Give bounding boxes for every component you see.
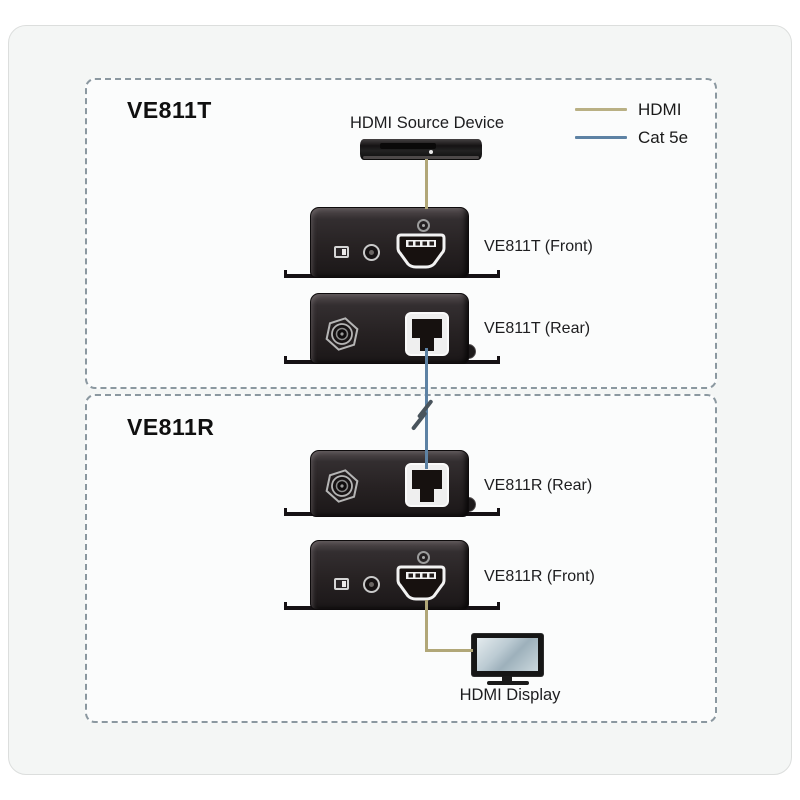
ir-jack-icon xyxy=(363,576,380,593)
power-switch-icon xyxy=(334,246,349,258)
monitor-stand xyxy=(502,676,512,682)
rj45-port-icon xyxy=(405,312,449,356)
screw-icon xyxy=(417,551,430,564)
hdmi-cable-swatch xyxy=(575,108,627,111)
legend-hdmi-label: HDMI xyxy=(638,100,682,119)
ve811r-rear-device xyxy=(310,450,469,517)
ve811t-rear-label: VE811T (Rear) xyxy=(484,320,591,337)
monitor-base xyxy=(487,681,529,685)
legend-cat5e-label: Cat 5e xyxy=(638,128,689,147)
cat5e-cable-swatch xyxy=(575,136,627,139)
dvd-player-icon xyxy=(360,139,482,160)
power-connector-icon xyxy=(325,317,359,351)
receiver-title: VE811R xyxy=(127,414,215,440)
ir-jack-icon xyxy=(363,244,380,261)
monitor-screen xyxy=(477,638,538,671)
dvd-indicator-led xyxy=(429,150,433,154)
display-label: HDMI Display xyxy=(459,686,561,704)
hdmi-display-icon xyxy=(472,634,543,676)
dvd-base xyxy=(363,156,479,159)
hdmi-cable-source-line xyxy=(425,159,428,209)
dvd-tray-slot xyxy=(380,143,436,149)
ve811t-front-label: VE811T (Front) xyxy=(484,238,593,255)
hdmi-cable-display-line-vertical xyxy=(425,600,428,652)
hdmi-port-icon xyxy=(396,565,446,601)
ve811t-rear-device xyxy=(310,293,469,364)
hdmi-cable-display-line-horizontal xyxy=(425,649,473,652)
screw-icon xyxy=(417,219,430,232)
ve811r-front-device xyxy=(310,540,469,610)
ve811r-front-label: VE811R (Front) xyxy=(484,568,595,585)
power-connector-icon xyxy=(325,469,359,503)
ve811r-rear-label: VE811R (Rear) xyxy=(484,477,593,494)
ve811t-front-device xyxy=(310,207,469,278)
transmitter-title: VE811T xyxy=(127,97,212,123)
source-device-label: HDMI Source Device xyxy=(349,114,505,132)
hdmi-port-icon xyxy=(396,233,446,269)
power-switch-icon xyxy=(334,578,349,590)
